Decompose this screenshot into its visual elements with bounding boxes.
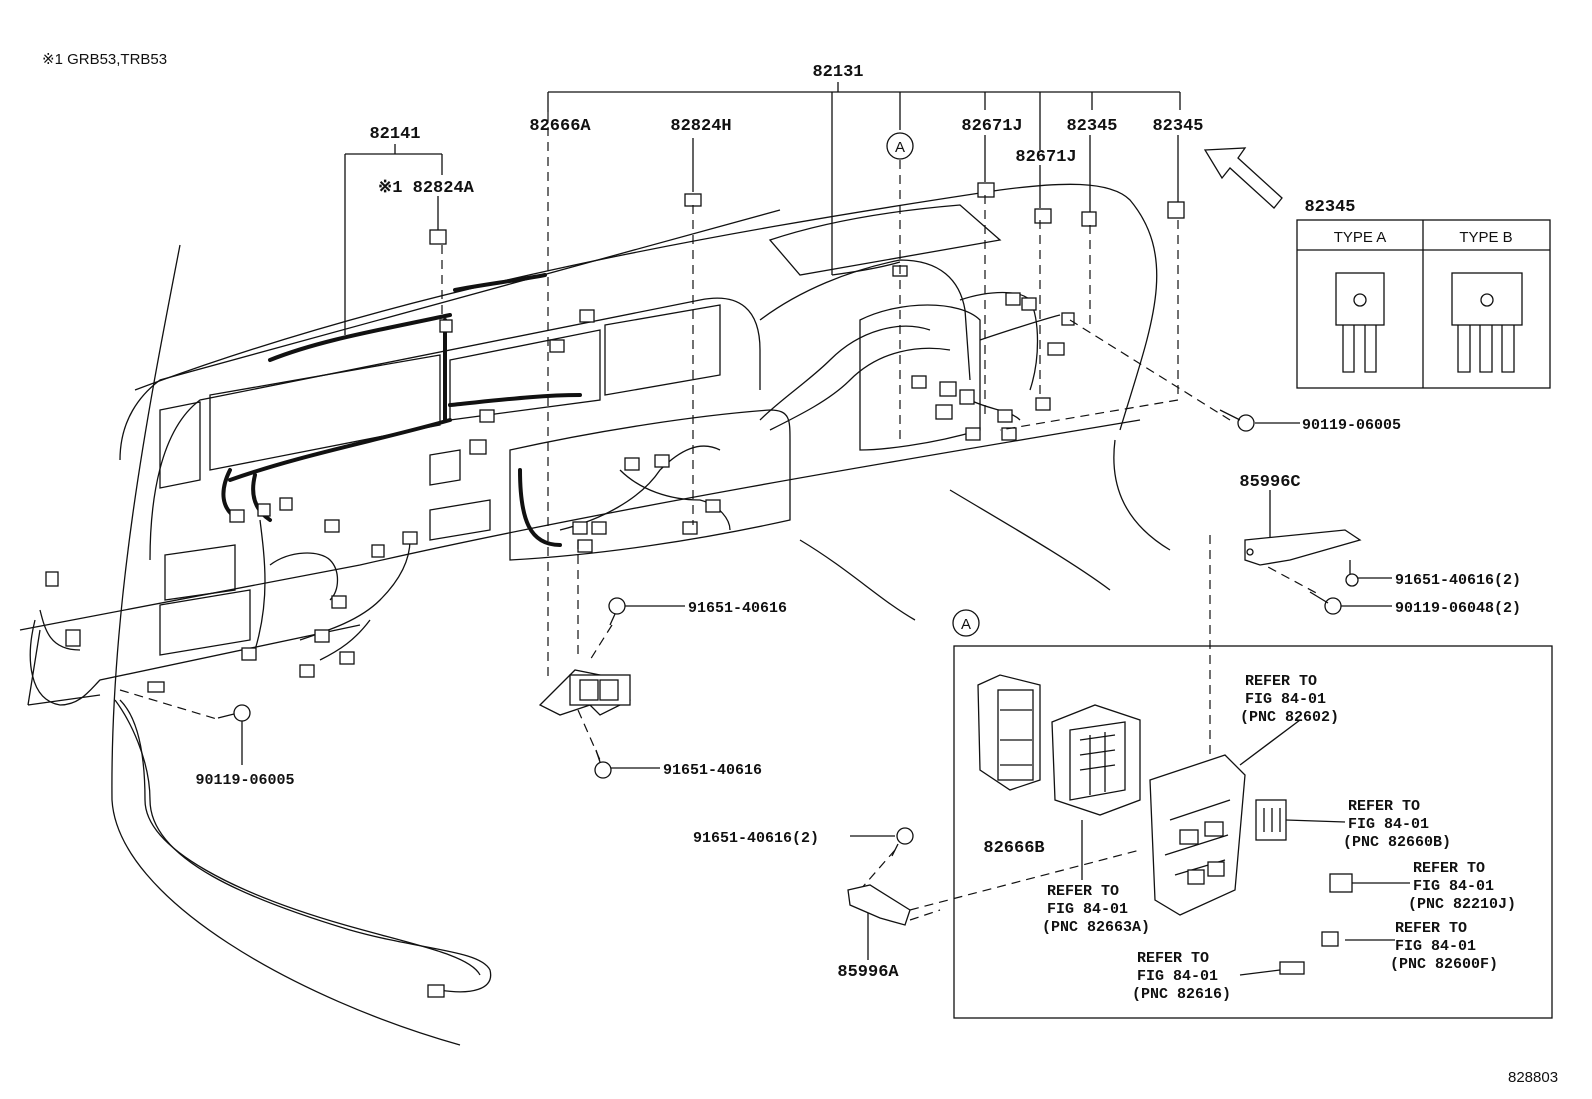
label-82345-type: 82345 xyxy=(1304,198,1355,217)
type-a-header: TYPE A xyxy=(1334,229,1387,246)
label-85996C: 85996C xyxy=(1239,473,1300,492)
figure-id: 828803 xyxy=(1508,1069,1558,1086)
label-85996A: 85996A xyxy=(837,963,899,982)
label-82141: 82141 xyxy=(369,125,420,144)
svg-text:(PNC 82660B): (PNC 82660B) xyxy=(1343,834,1451,851)
wire-harness-82141 xyxy=(221,273,582,547)
label-91651-40616-lower: 91651-40616 xyxy=(663,762,762,779)
screw-91651-40616-upper xyxy=(608,597,626,615)
detail-a-box xyxy=(953,645,1553,1019)
svg-text:A: A xyxy=(961,616,971,633)
svg-text:FIG 84-01: FIG 84-01 xyxy=(1348,816,1429,833)
type-b-header: TYPE B xyxy=(1459,229,1512,246)
refer-note-82600F: REFER TO FIG 84-01 (PNC 82600F) xyxy=(1390,920,1498,973)
svg-text:REFER TO: REFER TO xyxy=(1348,798,1420,815)
refer-note-82616: REFER TO FIG 84-01 (PNC 82616) xyxy=(1132,950,1231,1003)
refer-note-82210J: REFER TO FIG 84-01 (PNC 82210J) xyxy=(1408,860,1516,913)
bracket-85996A xyxy=(847,884,911,926)
refer-note-82660B: REFER TO FIG 84-01 (PNC 82660B) xyxy=(1343,798,1451,851)
bracket-85996C xyxy=(1244,529,1362,566)
svg-text:(PNC 82602): (PNC 82602) xyxy=(1240,709,1339,726)
label-91651-40616-2-left: 91651-40616(2) xyxy=(693,830,819,847)
svg-text:REFER TO: REFER TO xyxy=(1245,673,1317,690)
bolts xyxy=(217,409,1359,857)
screw-91651-40616-lower xyxy=(594,761,612,779)
svg-text:REFER TO: REFER TO xyxy=(1137,950,1209,967)
wire-harness-82131 xyxy=(29,259,1061,993)
svg-text:REFER TO: REFER TO xyxy=(1395,920,1467,937)
dashed-guides xyxy=(119,112,1321,921)
label-82666A: 82666A xyxy=(529,117,591,136)
svg-text:FIG 84-01: FIG 84-01 xyxy=(1047,901,1128,918)
svg-text:(PNC 82600F): (PNC 82600F) xyxy=(1390,956,1498,973)
svg-text:A: A xyxy=(895,139,905,156)
part-labels: 82131 82141 ※1 82824A 82666A 82824H 8267… xyxy=(195,63,1521,982)
svg-text:FIG 84-01: FIG 84-01 xyxy=(1137,968,1218,985)
label-90119-06048-2: 90119-06048(2) xyxy=(1395,600,1521,617)
refer-note-82602: REFER TO FIG 84-01 (PNC 82602) xyxy=(1240,673,1339,726)
direction-arrow xyxy=(1203,147,1283,209)
footnote-text: ※1 GRB53,TRB53 xyxy=(42,51,167,68)
screw-91651-40616-left xyxy=(896,827,914,845)
label-90119-06005-left: 90119-06005 xyxy=(195,772,294,789)
svg-text:REFER TO: REFER TO xyxy=(1413,860,1485,877)
label-82666B: 82666B xyxy=(983,839,1044,858)
svg-text:FIG 84-01: FIG 84-01 xyxy=(1395,938,1476,955)
label-82345-right: 82345 xyxy=(1152,117,1203,136)
svg-text:REFER TO: REFER TO xyxy=(1047,883,1119,900)
relay-block-82666A xyxy=(538,669,631,716)
dashboard-outline xyxy=(19,183,1171,1046)
svg-text:FIG 84-01: FIG 84-01 xyxy=(1245,691,1326,708)
bolt-90119-06005-right xyxy=(1237,414,1255,432)
svg-text:FIG 84-01: FIG 84-01 xyxy=(1413,878,1494,895)
svg-text:(PNC 82210J): (PNC 82210J) xyxy=(1408,896,1516,913)
label-82671J-upper: 82671J xyxy=(961,117,1022,136)
screw-91651-40616-right xyxy=(1345,573,1359,587)
refer-note-82663A: REFER TO FIG 84-01 (PNC 82663A) xyxy=(1042,883,1150,936)
type-table: TYPE A TYPE B xyxy=(1296,219,1551,389)
label-91651-40616-2-right: 91651-40616(2) xyxy=(1395,572,1521,589)
harness-connectors xyxy=(45,265,1075,998)
label-90119-06005-right: 90119-06005 xyxy=(1302,417,1401,434)
label-82824H: 82824H xyxy=(670,117,731,136)
callout-a-top: A xyxy=(886,132,914,160)
label-82824A: ※1 82824A xyxy=(378,179,475,198)
top-relays xyxy=(429,182,1185,245)
svg-text:(PNC 82616): (PNC 82616) xyxy=(1132,986,1231,1003)
bolt-90119-06048 xyxy=(1324,597,1342,615)
leader-lines xyxy=(241,82,1392,960)
label-82131: 82131 xyxy=(812,63,863,82)
callout-a-detail: A xyxy=(952,609,980,637)
label-91651-40616-upper: 91651-40616 xyxy=(688,600,787,617)
label-82671J-lower: 82671J xyxy=(1015,148,1076,167)
label-82345-left: 82345 xyxy=(1066,117,1117,136)
svg-text:(PNC 82663A): (PNC 82663A) xyxy=(1042,919,1150,936)
bolt-90119-06005-left xyxy=(233,704,251,722)
